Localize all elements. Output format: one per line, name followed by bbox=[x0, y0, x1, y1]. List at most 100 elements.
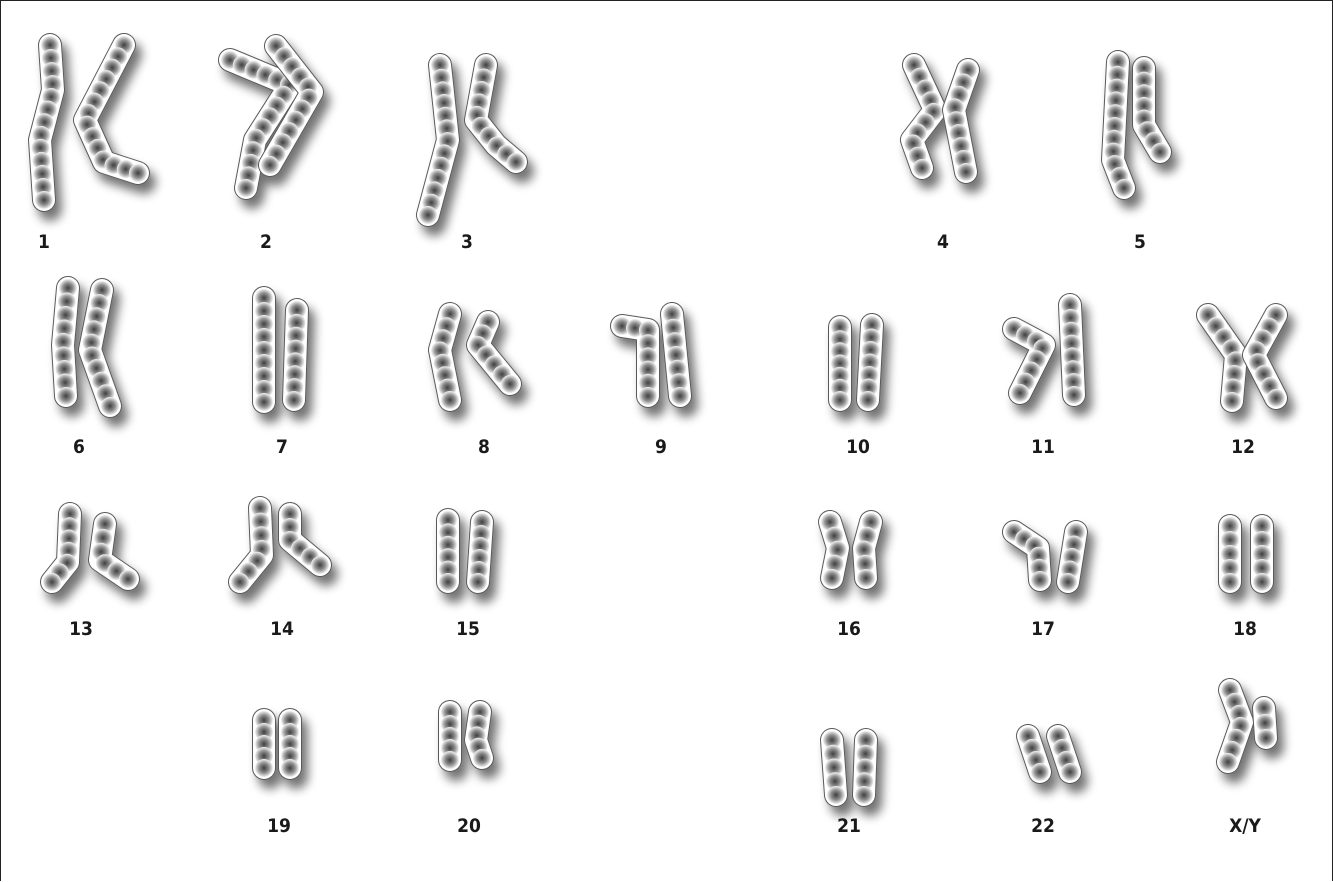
chromatid-8-b bbox=[469, 313, 519, 393]
chromosome-band bbox=[1011, 384, 1029, 402]
chromosome-band bbox=[43, 573, 61, 591]
chromatid-5-a bbox=[1104, 53, 1133, 197]
chromosome-label-2: 2 bbox=[260, 231, 272, 253]
chromosome-band bbox=[473, 749, 491, 767]
chromatid-22-a bbox=[1019, 727, 1049, 781]
chromatid-x-y-b bbox=[1255, 699, 1275, 747]
chromosome-pair-4 bbox=[904, 56, 977, 181]
chromatid-20-a bbox=[441, 703, 459, 769]
chromosome-band bbox=[1223, 392, 1241, 410]
chromatid-11-b bbox=[1061, 296, 1083, 404]
chromosome-pair-21 bbox=[823, 731, 875, 804]
chromosome-band bbox=[857, 569, 875, 587]
chromatid-7-b bbox=[285, 301, 306, 409]
chromatid-4-a bbox=[904, 56, 942, 177]
chromosome-label-14: 14 bbox=[270, 618, 294, 640]
chromosome-band bbox=[1253, 573, 1271, 591]
chromosome-band bbox=[439, 573, 457, 591]
chromatid-19-a bbox=[255, 711, 273, 777]
chromosome-pair-12 bbox=[1199, 306, 1285, 410]
chromosome-pair-15 bbox=[439, 511, 491, 591]
chromosome-band bbox=[1151, 143, 1169, 161]
chromosome-band bbox=[1031, 571, 1049, 589]
chromosome-band bbox=[507, 153, 525, 171]
chromatid-7-a bbox=[255, 289, 273, 411]
chromosome-band bbox=[255, 759, 273, 777]
chromosome-label-21: 21 bbox=[837, 815, 861, 837]
chromatid-15-a bbox=[439, 511, 457, 591]
chromosome-pair-3 bbox=[419, 56, 525, 224]
chromatid-17-b bbox=[1059, 523, 1085, 591]
chromatid-4-b bbox=[946, 61, 977, 181]
chromatid-1-a bbox=[32, 36, 62, 209]
chromatid-12-b bbox=[1248, 306, 1285, 407]
chromosome-pair-6 bbox=[54, 279, 119, 415]
chromatid-22-b bbox=[1049, 727, 1079, 781]
chromosome-band bbox=[129, 164, 147, 182]
chromatid-18-b bbox=[1253, 517, 1271, 591]
chromosome-pair-2 bbox=[221, 37, 318, 197]
chromosome-pair-1 bbox=[32, 36, 148, 209]
chromatid-3-a bbox=[419, 56, 457, 224]
chromosome-label-19: 19 bbox=[267, 815, 291, 837]
chromosome-pair-5 bbox=[1104, 53, 1169, 197]
chromosome-label-16: 16 bbox=[837, 618, 861, 640]
chromosome-layer bbox=[32, 36, 1286, 804]
chromosome-band bbox=[441, 391, 459, 409]
chromosome-label-4: 4 bbox=[937, 231, 949, 253]
chromosome-band bbox=[1115, 179, 1133, 197]
chromatid-21-b bbox=[855, 731, 875, 804]
chromosome-pair-18 bbox=[1221, 517, 1271, 591]
chromosome-band bbox=[1031, 763, 1049, 781]
chromatid-13-a bbox=[43, 505, 79, 591]
chromosome-band bbox=[957, 163, 975, 181]
chromosome-label-10: 10 bbox=[846, 436, 870, 458]
chromatid-18-a bbox=[1221, 517, 1239, 591]
chromosome-band bbox=[1061, 763, 1079, 781]
chromosome-label-3: 3 bbox=[461, 231, 473, 253]
chromosome-band bbox=[1219, 753, 1237, 771]
chromosome-band bbox=[827, 786, 845, 804]
chromosome-band bbox=[501, 375, 519, 393]
chromosome-pair-19 bbox=[255, 711, 299, 777]
chromosome-pair-7 bbox=[255, 289, 306, 411]
chromosome-band bbox=[231, 573, 249, 591]
chromosome-band bbox=[119, 570, 137, 588]
chromosome-label-1: 1 bbox=[38, 231, 50, 253]
chromatid-10-a bbox=[831, 318, 849, 409]
chromosome-pair-22 bbox=[1019, 727, 1079, 781]
chromatid-21-a bbox=[823, 731, 845, 804]
chromosome-band bbox=[823, 569, 841, 587]
chromosome-label-x-y: X/Y bbox=[1229, 815, 1261, 837]
chromatid-14-a bbox=[231, 499, 271, 591]
chromosome-label-8: 8 bbox=[478, 436, 490, 458]
chromosome-band bbox=[237, 179, 255, 197]
chromosome-band bbox=[1267, 389, 1285, 407]
chromosome-band bbox=[913, 159, 931, 177]
chromosome-band bbox=[261, 156, 279, 174]
chromosome-band bbox=[441, 751, 459, 769]
chromosome-pair-17 bbox=[1005, 523, 1085, 591]
chromosome-pair-13 bbox=[43, 505, 137, 591]
chromatid-5-b bbox=[1135, 59, 1169, 161]
chromatid-6-b bbox=[83, 281, 120, 415]
chromosome-label-9: 9 bbox=[655, 436, 667, 458]
chromosome-pair-16 bbox=[821, 513, 880, 587]
chromatid-x-y-a bbox=[1219, 681, 1250, 771]
chromosome-label-6: 6 bbox=[73, 436, 85, 458]
chromosome-pair-14 bbox=[231, 499, 329, 591]
chromosome-band bbox=[419, 206, 437, 224]
chromosome-band bbox=[1221, 573, 1239, 591]
chromosome-label-12: 12 bbox=[1231, 436, 1255, 458]
chromatid-16-b bbox=[855, 513, 880, 587]
chromosome-label-17: 17 bbox=[1031, 618, 1055, 640]
chromatid-3-b bbox=[468, 56, 525, 171]
chromatid-11-a bbox=[1005, 320, 1051, 402]
chromosome-label-15: 15 bbox=[456, 618, 480, 640]
chromosome-band bbox=[469, 573, 487, 591]
chromatid-13-b bbox=[92, 515, 137, 588]
chromatid-16-a bbox=[821, 513, 847, 587]
chromatid-20-b bbox=[468, 703, 491, 767]
chromosome-label-20: 20 bbox=[457, 815, 481, 837]
